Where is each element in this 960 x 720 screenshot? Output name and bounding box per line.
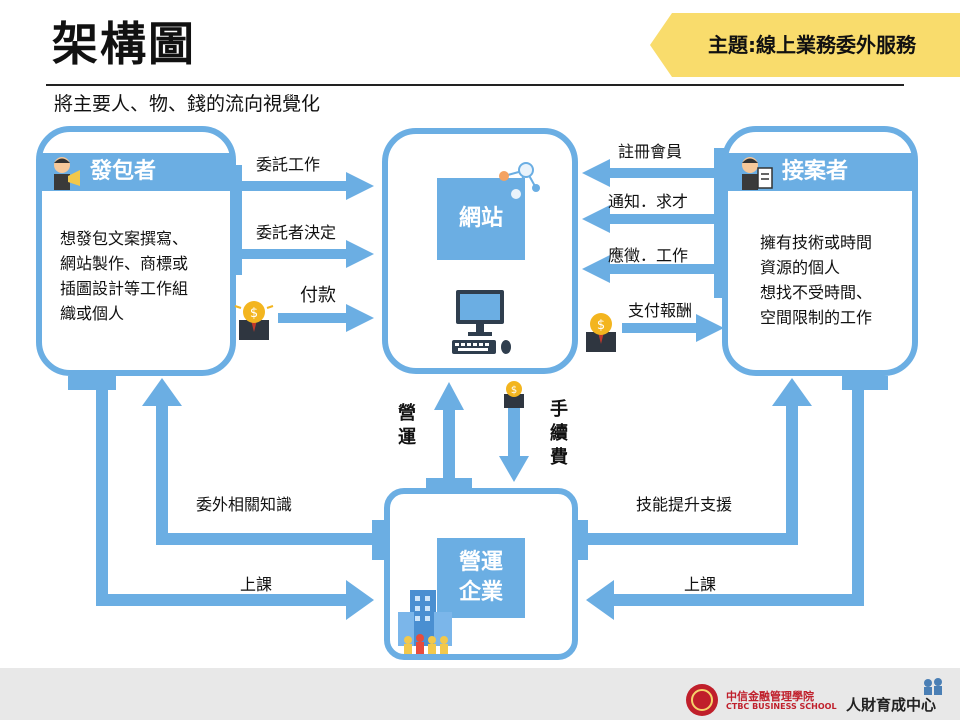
people-icon — [924, 678, 942, 695]
label-class-right: 上課 — [684, 575, 717, 594]
arrow-class-left — [96, 376, 374, 620]
client-header — [42, 153, 230, 191]
contractor-desc-line: 空間限制的工作 — [760, 308, 873, 327]
arrow-pay-reward — [622, 314, 724, 342]
network-icon — [499, 162, 540, 201]
arrow-notify-recruit — [582, 205, 718, 233]
arrow-apply-work — [582, 255, 718, 283]
svg-text:$: $ — [250, 306, 258, 321]
label-fee-char: 手 — [550, 399, 568, 420]
arrow-outsourcing-knowledge — [142, 378, 386, 545]
worker-person-icon — [742, 157, 773, 190]
label-skill-support: 技能提升支援 — [636, 495, 733, 514]
label-operate: 營運 — [396, 402, 418, 450]
label-operate-char: 營 — [398, 403, 416, 424]
client-desc-line: 插圖設計等工作組 — [60, 279, 189, 298]
arrow-skill-support — [576, 378, 812, 545]
contractor-title: 接案者 — [782, 159, 849, 184]
operator-name-line: 企業 — [458, 580, 503, 605]
client-title: 發包者 — [90, 159, 157, 184]
label-fee-char: 續 — [550, 423, 568, 444]
page-title: 架構圖 — [52, 17, 196, 71]
company-building-icon — [398, 590, 452, 654]
client-description: 想發包文案撰寫、 網站製作、商標或 插圖設計等工作組 織或個人 — [60, 226, 188, 326]
operate-stub — [426, 478, 472, 490]
label-outsourcing-knowledge: 委外相關知識 — [196, 495, 293, 514]
label-apply-work: 應徵．工作 — [608, 246, 689, 265]
topic-label: 主題:線上業務委外服務 — [708, 33, 916, 57]
label-commissioner-decides: 委託者決定 — [256, 223, 337, 242]
label-fee-char: 費 — [550, 447, 568, 468]
contractor-desc-line: 想找不受時間、 — [760, 283, 873, 302]
label-fee: 手續費 — [548, 398, 570, 470]
contractor-desc-line: 資源的個人 — [760, 258, 841, 277]
page-subtitle: 將主要人、物、錢的流向視覺化 — [54, 93, 321, 115]
arrow-payment — [278, 304, 374, 332]
label-class-left: 上課 — [240, 575, 273, 594]
arrow-register-member — [582, 159, 718, 187]
talent-center-name: 人財育成中心 — [846, 696, 937, 714]
client-desc-line: 織或個人 — [60, 304, 125, 323]
client-desc-line: 想發包文案撰寫、 — [60, 229, 189, 248]
megaphone-person-icon — [54, 157, 80, 190]
label-notify-recruit: 通知．求才 — [608, 192, 689, 211]
school-name-en: CTBC BUSINESS SCHOOL — [726, 702, 837, 711]
client-bottom-stub-left — [68, 376, 116, 390]
website-box: 網站 — [437, 178, 525, 260]
client-desc-line: 網站製作、商標或 — [60, 254, 189, 273]
svg-text:$: $ — [597, 318, 605, 333]
arrow-operate — [434, 382, 464, 482]
operator-name-line: 營運 — [458, 550, 503, 575]
contractor-description: 擁有技術或時間 資源的個人 想找不受時間、 空間限制的工作 — [760, 230, 872, 330]
arrow-fee — [499, 408, 529, 482]
school-name-cn: 中信金融管理學院 — [726, 690, 814, 703]
label-register-member: 註冊會員 — [618, 142, 683, 161]
operator-box: 營運 企業 — [437, 538, 525, 618]
label-commission-work: 委託工作 — [256, 155, 321, 174]
arrow-commission-work — [236, 172, 374, 200]
footer-bar — [0, 668, 960, 720]
contractor-desc-line: 擁有技術或時間 — [760, 233, 873, 252]
title-divider — [46, 84, 904, 86]
operator-left-stub — [372, 520, 386, 560]
svg-text:$: $ — [511, 385, 517, 396]
ctbc-logo-icon — [686, 684, 718, 716]
label-pay-reward: 支付報酬 — [628, 301, 693, 320]
arrow-class-right — [586, 376, 864, 620]
label-payment: 付款 — [300, 285, 336, 306]
money-person-icon: $ — [586, 313, 616, 352]
topic-tag — [650, 13, 960, 77]
label-operate-char: 運 — [398, 427, 416, 448]
money-person-icon: $ — [234, 301, 274, 340]
computer-icon — [452, 290, 511, 354]
contractor-bottom-stub — [842, 376, 888, 390]
money-person-icon: $ — [504, 381, 524, 408]
arrow-commissioner-decides — [236, 240, 374, 268]
